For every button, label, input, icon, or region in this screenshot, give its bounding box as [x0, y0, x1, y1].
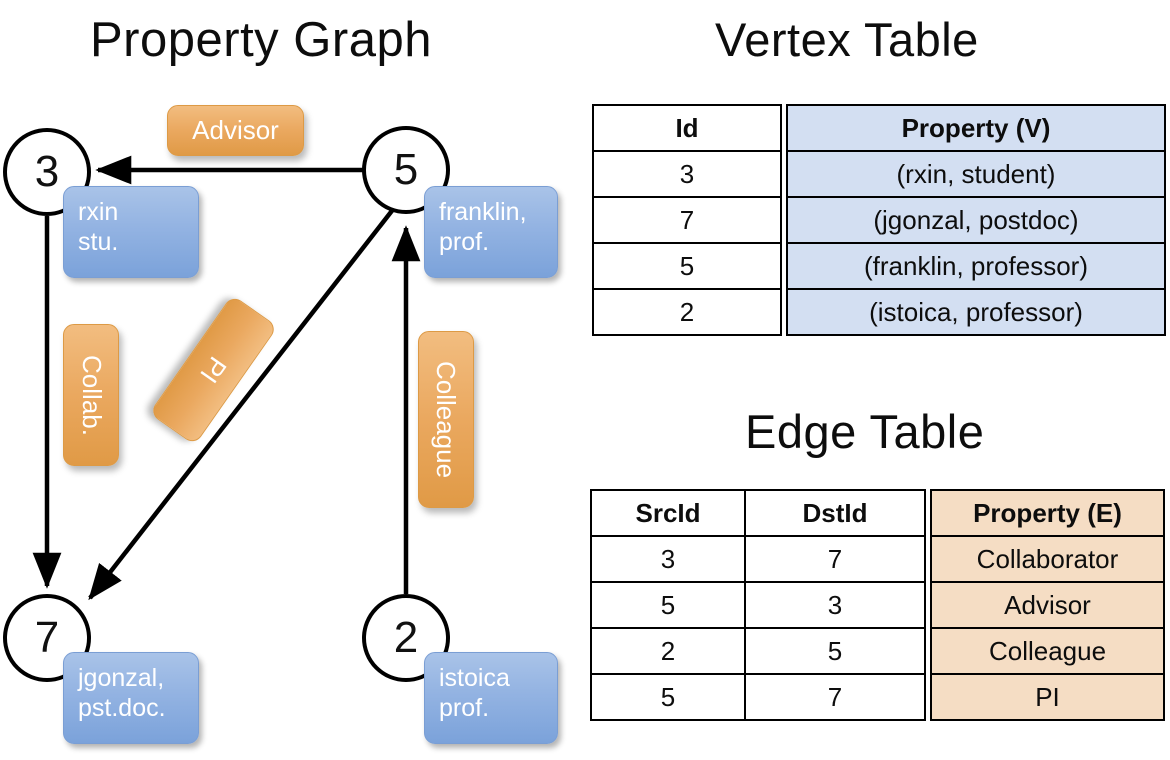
edge-label-advisor: Advisor [167, 105, 304, 156]
table-row: 2 5 [590, 627, 926, 675]
table-header-row: Id [592, 104, 782, 152]
edge-cell-dstid: 7 [744, 673, 926, 721]
edge-cell-dstid: 7 [744, 535, 926, 583]
table-row: 5 3 [590, 581, 926, 629]
vertex-header-property: Property (V) [786, 104, 1166, 152]
vertex-table-property-column: Property (V) (rxin, student) (jgonzal, p… [786, 104, 1166, 336]
table-row: PI [930, 673, 1165, 721]
table-row: 7 [592, 196, 782, 244]
edge-table-key-columns: SrcId DstId 3 7 5 3 2 5 5 7 [590, 489, 926, 721]
table-row: (istoica, professor) [786, 288, 1166, 336]
edge-cell-srcid: 3 [590, 535, 746, 583]
edge-label-advisor-text: Advisor [192, 115, 279, 145]
vertex-cell-id: 5 [592, 242, 782, 290]
table-row: (jgonzal, postdoc) [786, 196, 1166, 244]
vertex-property-line2: pst.doc. [78, 693, 166, 722]
graph-node-2[interactable]: 2 [362, 594, 450, 682]
edge-cell-dstid: 3 [744, 581, 926, 629]
vertex-header-id: Id [592, 104, 782, 152]
page-title-edge-table: Edge Table [745, 405, 985, 458]
vertex-cell-property: (franklin, professor) [786, 242, 1166, 290]
edge-cell-srcid: 5 [590, 581, 746, 629]
edge-header-property: Property (E) [930, 489, 1165, 537]
vertex-property-line2: stu. [78, 227, 119, 256]
vertex-property-line1: franklin, [439, 198, 527, 226]
edge-header-dstid: DstId [744, 489, 926, 537]
property-graph-diagram: 3 5 7 2 rxin stu. franklin, prof. jgonza… [3, 105, 558, 744]
edge-label-colleague: Colleague [418, 331, 474, 508]
vertex-cell-property: (jgonzal, postdoc) [786, 196, 1166, 244]
vertex-property-box-7: jgonzal, pst.doc. [63, 652, 199, 744]
table-header-row: SrcId DstId [590, 489, 926, 537]
edge-table-property-column: Property (E) Collaborator Advisor Collea… [930, 489, 1165, 721]
graph-node-5[interactable]: 5 [362, 126, 450, 214]
edge-cell-property: Advisor [930, 581, 1165, 629]
vertex-property-line2: prof. [439, 693, 490, 722]
edge-cell-property: Colleague [930, 627, 1165, 675]
edge-cell-dstid: 5 [744, 627, 926, 675]
vertex-property-line1: rxin [78, 198, 119, 226]
vertex-cell-id: 7 [592, 196, 782, 244]
table-row: Colleague [930, 627, 1165, 675]
vertex-property-box-3: rxin stu. [63, 186, 199, 278]
vertex-cell-property: (istoica, professor) [786, 288, 1166, 336]
table-header-row: Property (V) [786, 104, 1166, 152]
page-title-property-graph: Property Graph [90, 13, 432, 67]
table-row: (franklin, professor) [786, 242, 1166, 290]
edge-label-pi-text: PI [194, 351, 234, 389]
edge-arrow-pi [88, 201, 400, 601]
vertex-property-box-2: istoica prof. [424, 652, 558, 744]
table-row: 5 7 [590, 673, 926, 721]
page-title-vertex-table: Vertex Table [715, 13, 979, 66]
table-row: 3 7 [590, 535, 926, 583]
vertex-property-box-5: franklin, prof. [424, 186, 558, 278]
vertex-cell-property: (rxin, student) [786, 150, 1166, 198]
vertex-property-line2: prof. [439, 227, 490, 256]
edge-label-collab-text: Collab. [76, 354, 107, 436]
vertex-table-id-column: Id 3 7 5 2 [592, 104, 782, 336]
table-row: Collaborator [930, 535, 1165, 583]
edge-header-srcid: SrcId [590, 489, 746, 537]
vertex-property-line1: istoica [439, 664, 510, 692]
edge-cell-property: PI [930, 673, 1165, 721]
table-row: 3 [592, 150, 782, 198]
table-row: (rxin, student) [786, 150, 1166, 198]
vertex-property-line1: jgonzal, [78, 664, 165, 692]
edge-label-collab: Collab. [63, 324, 119, 466]
table-row: Advisor [930, 581, 1165, 629]
graph-edge-arrows [32, 155, 421, 601]
edge-cell-srcid: 5 [590, 673, 746, 721]
table-row: 5 [592, 242, 782, 290]
edge-label-colleague-text: Colleague [431, 360, 462, 479]
edge-cell-property: Collaborator [930, 535, 1165, 583]
vertex-cell-id: 3 [592, 150, 782, 198]
edge-cell-srcid: 2 [590, 627, 746, 675]
table-row: 2 [592, 288, 782, 336]
table-header-row: Property (E) [930, 489, 1165, 537]
vertex-cell-id: 2 [592, 288, 782, 336]
